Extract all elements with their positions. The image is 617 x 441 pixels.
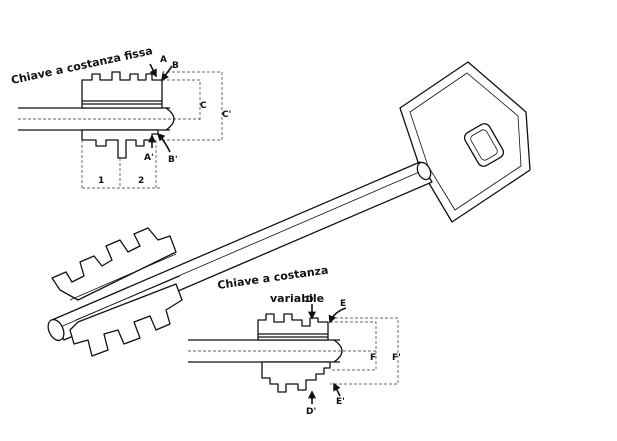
fixed-key-detail: Chiave a costanza fissa A B A' B' C C' 1…: [10, 44, 231, 189]
key-upper-bit: [51, 227, 177, 301]
label-b-prime: B': [168, 155, 178, 165]
label-c-prime: C': [222, 110, 231, 120]
label-e: E: [340, 299, 346, 309]
fixed-key-lower-bit: [81, 129, 159, 159]
label-one: 1: [98, 176, 104, 186]
label-f: F: [370, 353, 376, 363]
label-d: D: [306, 295, 313, 305]
variable-key-upper-bit: [257, 313, 329, 341]
label-a-prime: A': [144, 153, 154, 163]
key-bow: [399, 61, 531, 223]
variable-key-title-line2: variabile: [270, 292, 324, 305]
main-key: [47, 61, 531, 357]
variable-key-lower-bit: [261, 361, 331, 393]
key-lower-bit: [69, 283, 183, 357]
label-e-prime: E': [336, 397, 345, 407]
label-f-prime: F': [392, 353, 401, 363]
label-d-prime: D': [306, 407, 316, 417]
label-c: C: [200, 101, 207, 111]
fixed-key-upper-bit: [81, 71, 163, 109]
label-b: B: [172, 61, 179, 71]
label-two: 2: [138, 176, 144, 186]
label-a: A: [160, 55, 167, 65]
variable-key-detail: Chiave a costanza variabile D E D' E' F …: [188, 264, 401, 417]
